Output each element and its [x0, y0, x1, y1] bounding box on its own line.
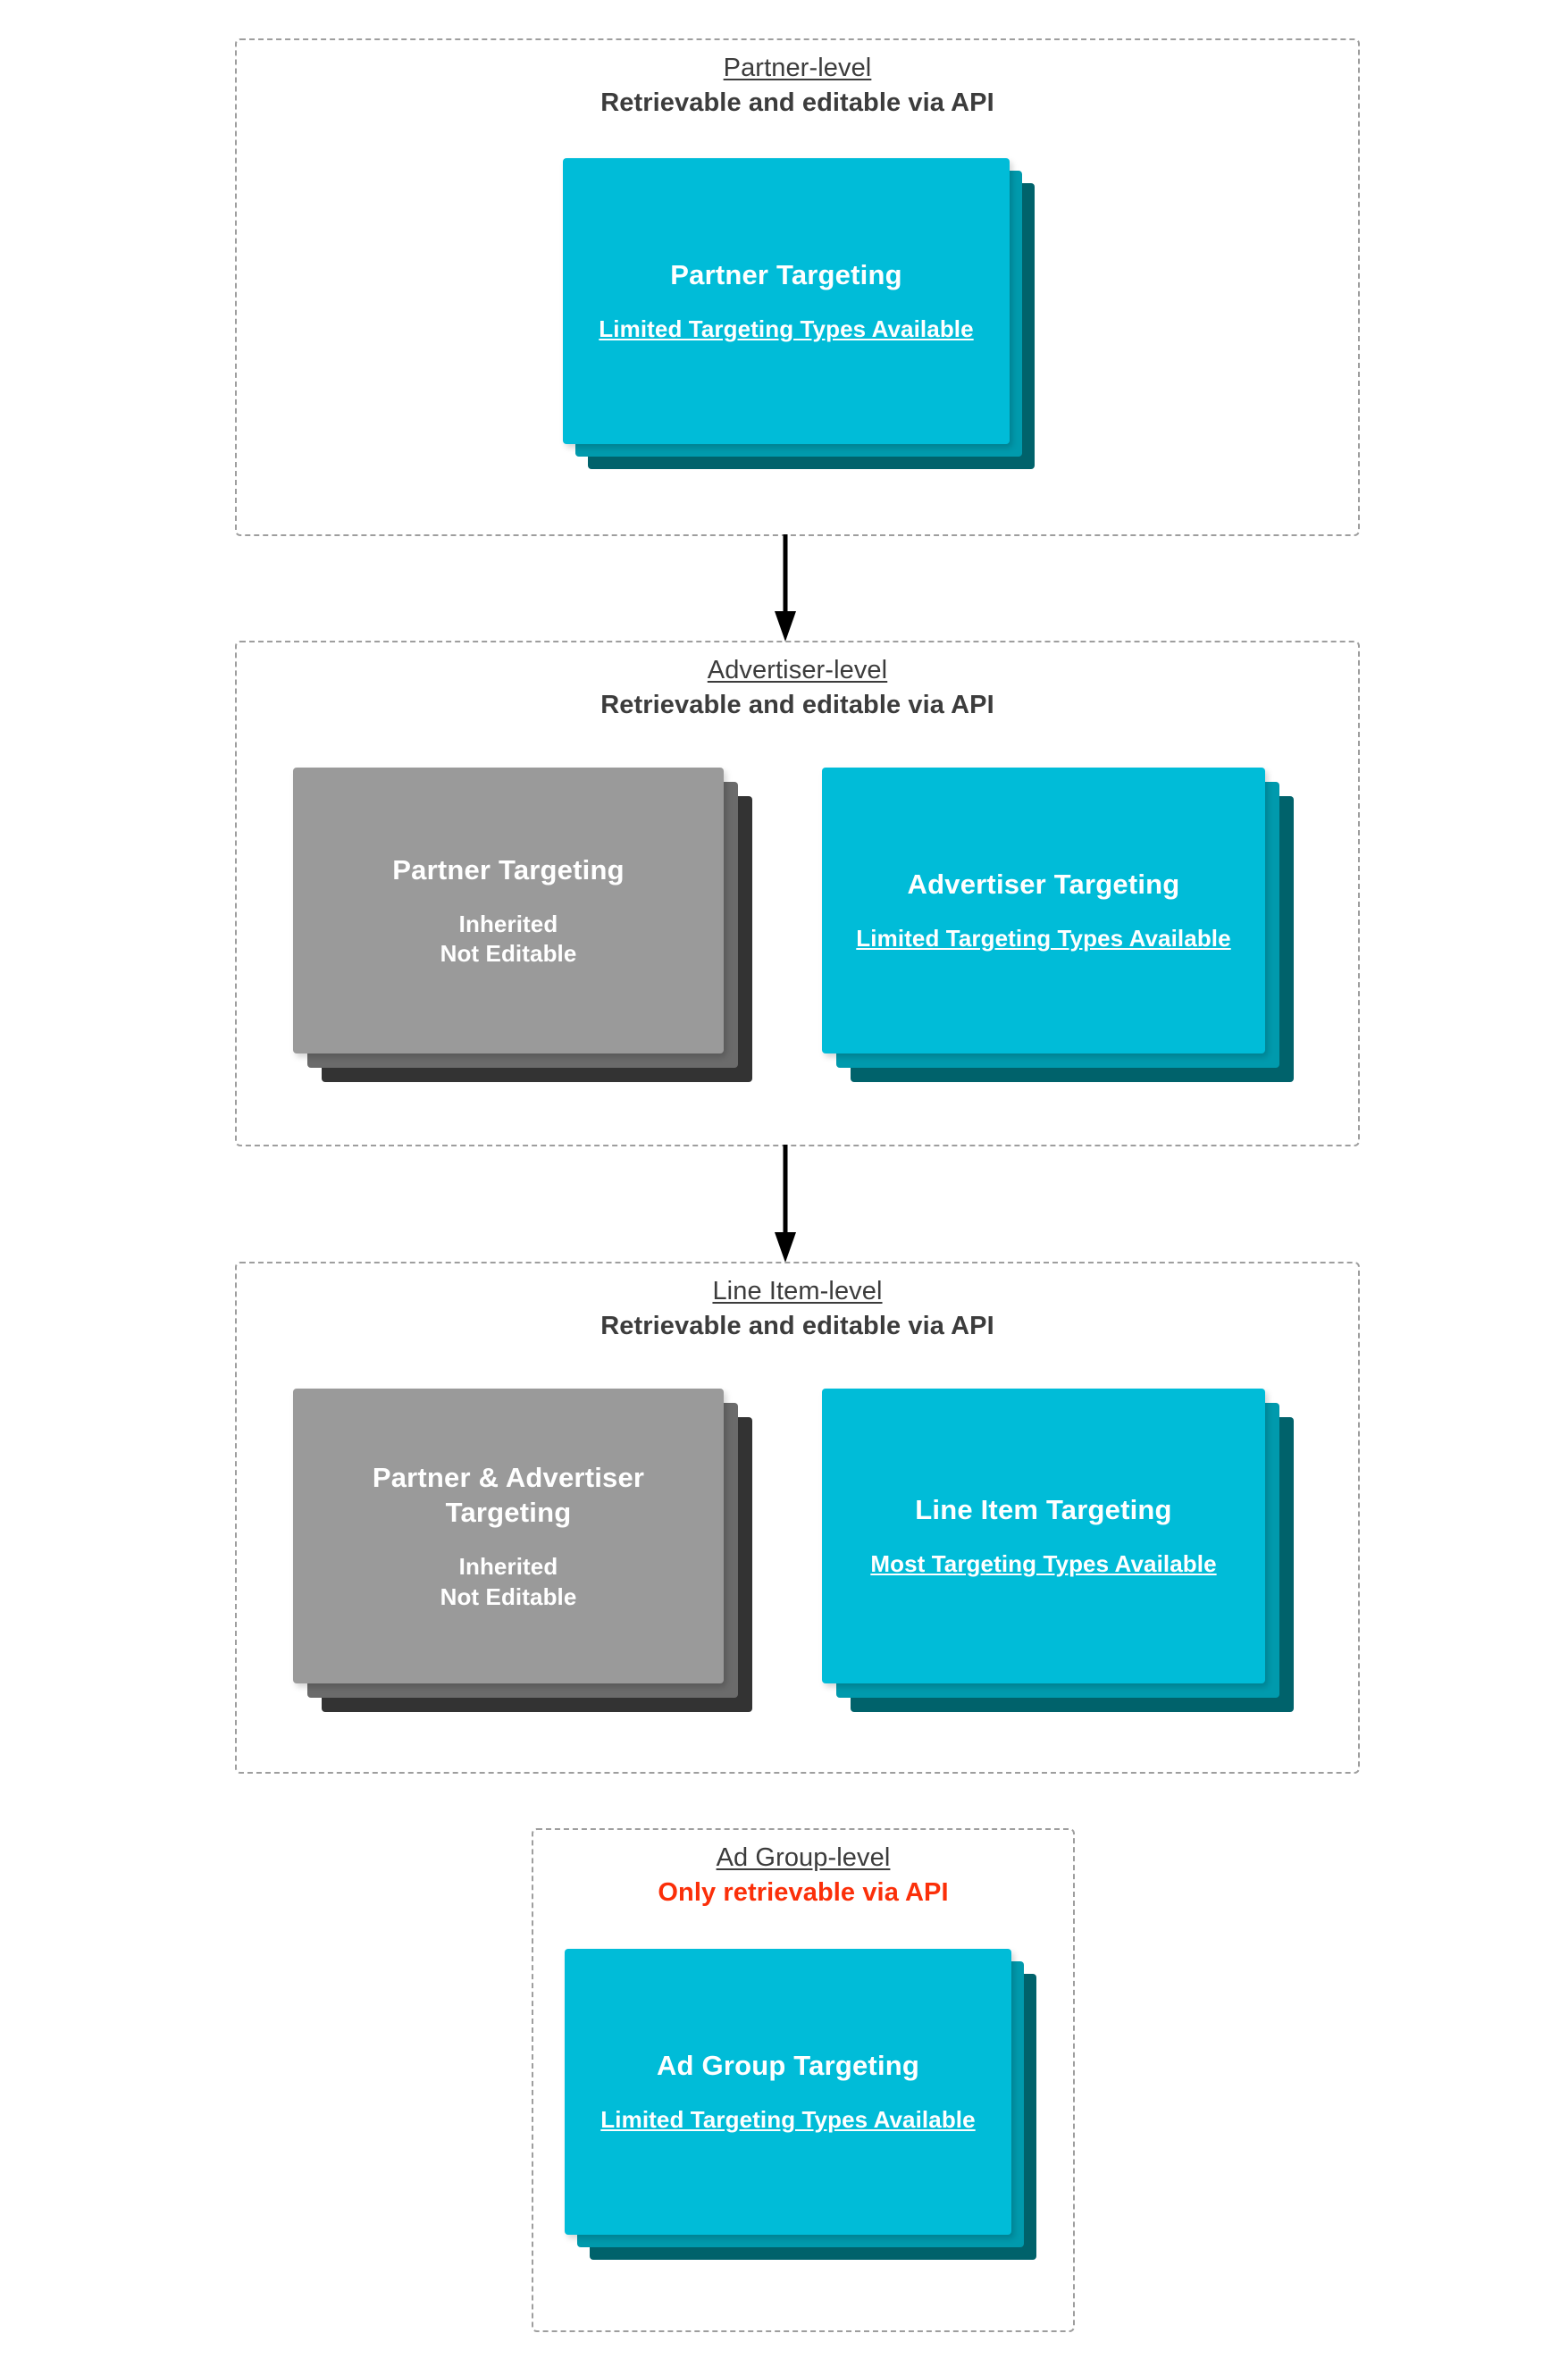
level-header-ad-group: Ad Group-level Only retrievable via API	[533, 1842, 1073, 1910]
card-line-item-targeting[interactable]: Line Item Targeting Most Targeting Types…	[822, 1389, 1265, 1683]
card-title: Partner Targeting	[670, 259, 902, 291]
level-box-partner: Partner-level Retrievable and editable v…	[235, 38, 1360, 536]
level-title-advertiser: Advertiser-level	[707, 656, 888, 684]
card-partner-targeting[interactable]: Partner Targeting Limited Targeting Type…	[563, 158, 1010, 444]
card-title: Line Item Targeting	[915, 1494, 1172, 1526]
card-inherited-partner-advertiser-targeting[interactable]: Partner & Advertiser Targeting Inherited…	[293, 1389, 724, 1683]
level-box-ad-group: Ad Group-level Only retrievable via API …	[532, 1828, 1075, 2332]
card-note: Limited Targeting Types Available	[600, 2106, 976, 2134]
level-subtitle-ad-group: Only retrievable via API	[658, 1878, 949, 1908]
card-stack-advertiser-targeting: Advertiser Targeting Limited Targeting T…	[822, 768, 1304, 1098]
level-subtitle-advertiser: Retrievable and editable via API	[600, 691, 994, 720]
card-title: Partner & Advertiser Targeting	[372, 1462, 645, 1529]
level-header-partner: Partner-level Retrievable and editable v…	[237, 53, 1358, 120]
card-note: Limited Targeting Types Available	[599, 315, 974, 343]
card-ad-group-targeting[interactable]: Ad Group Targeting Limited Targeting Typ…	[565, 1949, 1011, 2235]
level-box-line-item: Line Item-level Retrievable and editable…	[235, 1262, 1360, 1774]
level-subtitle-partner: Retrievable and editable via API	[600, 88, 994, 118]
level-box-advertiser: Advertiser-level Retrievable and editabl…	[235, 641, 1360, 1146]
connector-partner-to-advertiser	[775, 534, 796, 642]
card-stack-inherited-partner-advertiser: Partner & Advertiser Targeting Inherited…	[293, 1389, 776, 1728]
card-advertiser-targeting[interactable]: Advertiser Targeting Limited Targeting T…	[822, 768, 1265, 1053]
level-header-advertiser: Advertiser-level Retrievable and editabl…	[237, 655, 1358, 722]
card-stack-line-item-targeting: Line Item Targeting Most Targeting Types…	[822, 1389, 1304, 1728]
arrowhead-icon	[775, 611, 796, 642]
level-title-ad-group: Ad Group-level	[716, 1843, 891, 1872]
card-stack-partner-targeting: Partner Targeting Limited Targeting Type…	[563, 158, 1045, 475]
level-title-partner: Partner-level	[723, 54, 872, 82]
arrowhead-icon	[775, 1232, 796, 1263]
card-stack-ad-group-targeting: Ad Group Targeting Limited Targeting Typ…	[565, 1949, 1047, 2266]
card-inherited-partner-targeting[interactable]: Partner Targeting Inherited Not Editable	[293, 768, 724, 1053]
level-subtitle-line-item: Retrievable and editable via API	[600, 1312, 994, 1341]
card-note: Limited Targeting Types Available	[856, 925, 1231, 953]
card-note: Most Targeting Types Available	[870, 1550, 1217, 1578]
card-title: Ad Group Targeting	[656, 2050, 920, 2082]
connector-advertiser-to-line-item	[775, 1145, 796, 1263]
card-title: Partner Targeting	[392, 853, 625, 886]
card-title: Advertiser Targeting	[907, 869, 1180, 901]
level-header-line-item: Line Item-level Retrievable and editable…	[237, 1276, 1358, 1343]
card-stack-inherited-partner: Partner Targeting Inherited Not Editable	[293, 768, 776, 1098]
card-note: Inherited Not Editable	[440, 1553, 577, 1610]
card-note: Inherited Not Editable	[440, 910, 577, 968]
level-title-line-item: Line Item-level	[712, 1277, 883, 1305]
